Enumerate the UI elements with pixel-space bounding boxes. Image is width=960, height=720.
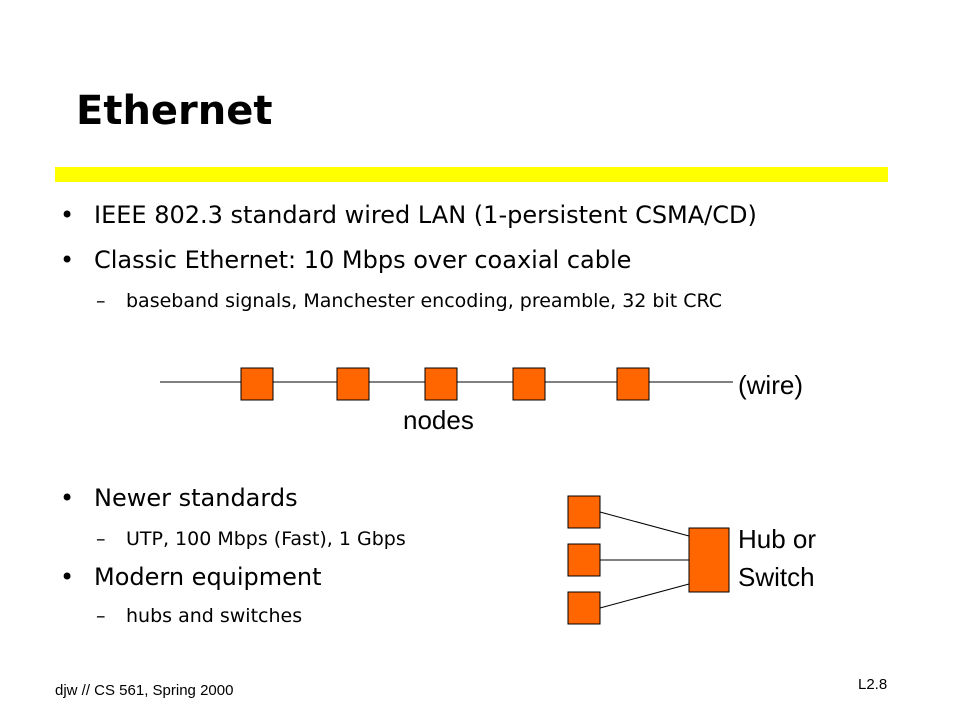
bullet-text: Classic Ethernet: 10 Mbps over coaxial c…	[94, 246, 632, 274]
hub-link	[599, 511, 690, 537]
bullet-item: • Newer standards	[60, 484, 298, 512]
hub-label-line2: Switch	[738, 562, 815, 592]
hub-host-node	[567, 495, 601, 529]
bus-node	[424, 367, 458, 401]
slide-title: Ethernet	[76, 88, 273, 134]
bullet-item: • IEEE 802.3 standard wired LAN (1-persis…	[60, 201, 757, 229]
bus-node	[336, 367, 370, 401]
sub-bullet-item: –UTP, 100 Mbps (Fast), 1 Gbps	[96, 528, 406, 550]
footer-course-info: djw // CS 561, Spring 2000	[55, 682, 234, 699]
title-underline-bar	[55, 167, 888, 182]
hub-label-line1: Hub or	[738, 524, 817, 554]
wire-label: (wire)	[738, 370, 803, 400]
bullet-text: Modern equipment	[94, 563, 322, 591]
bullet-text: IEEE 802.3 standard wired LAN (1-persist…	[94, 201, 757, 229]
dash-icon: –	[96, 605, 106, 627]
bullet-item: • Modern equipment	[60, 563, 322, 591]
bullet-dot-icon: •	[60, 246, 75, 274]
hub-host-node	[567, 543, 601, 577]
hub-switch-box	[688, 527, 730, 593]
bus-node	[512, 367, 546, 401]
hub-link	[599, 583, 690, 609]
bus-node	[616, 367, 650, 401]
slide-number: L2.8	[858, 676, 888, 693]
sub-bullet-text: baseband signals, Manchester encoding, p…	[126, 290, 723, 312]
bullet-dot-icon: •	[60, 484, 75, 512]
dash-icon: –	[96, 528, 106, 550]
bus-node	[240, 367, 274, 401]
bullet-dot-icon: •	[60, 201, 75, 229]
hub-host-node	[567, 591, 601, 625]
sub-bullet-text: UTP, 100 Mbps (Fast), 1 Gbps	[126, 528, 406, 550]
nodes-label: nodes	[403, 405, 474, 435]
dash-icon: –	[96, 290, 106, 312]
sub-bullet-item: –baseband signals, Manchester encoding, …	[96, 290, 722, 312]
sub-bullet-item: –hubs and switches	[96, 605, 302, 627]
sub-bullet-text: hubs and switches	[126, 605, 303, 627]
bullet-item: • Classic Ethernet: 10 Mbps over coaxial …	[60, 246, 631, 274]
bullet-dot-icon: •	[60, 563, 75, 591]
bullet-text: Newer standards	[94, 484, 298, 512]
